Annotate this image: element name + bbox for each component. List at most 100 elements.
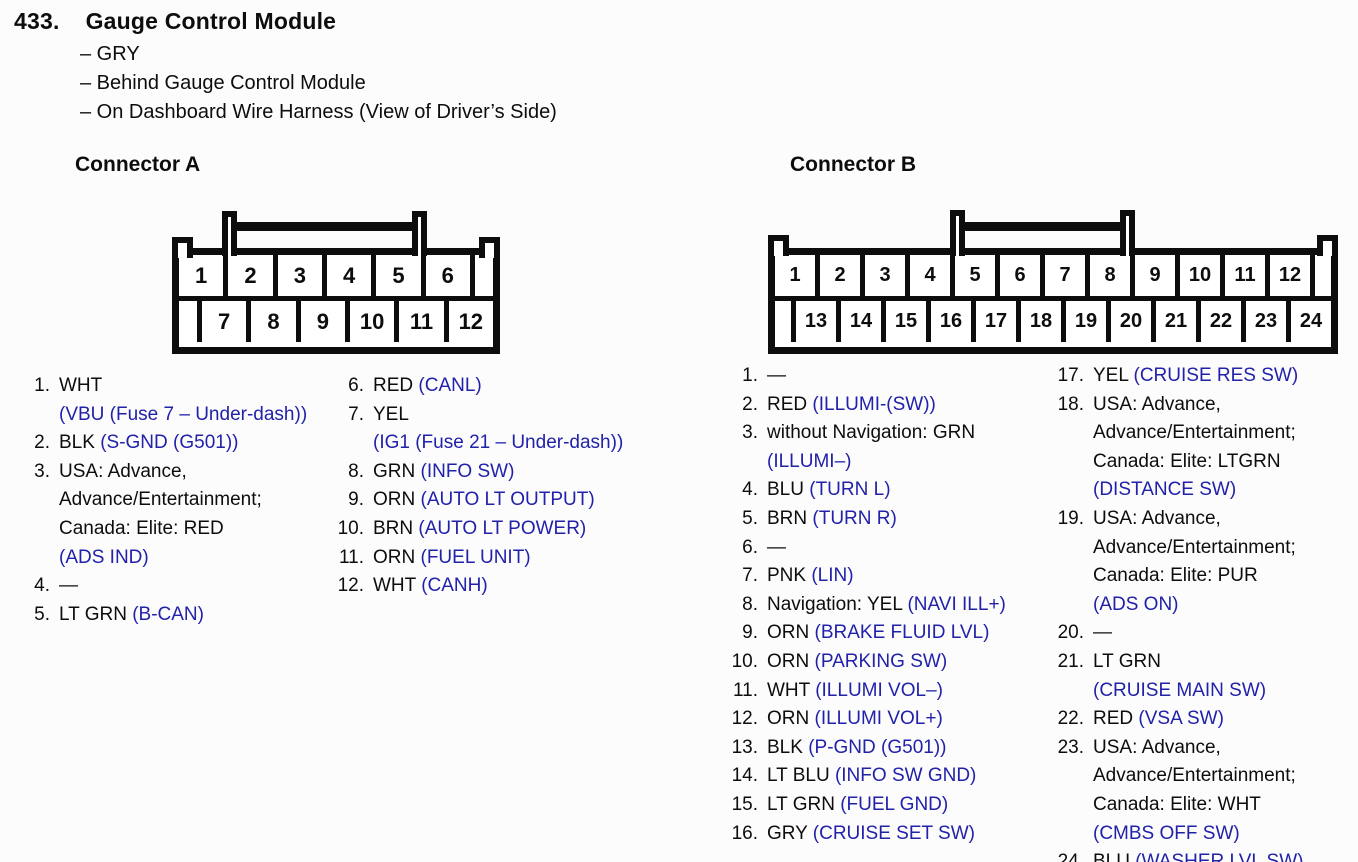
pin-line: Advance/Entertainment; bbox=[59, 486, 262, 515]
pin-line: PNK (LIN) bbox=[767, 562, 854, 591]
pin-item: 8.GRN (INFO SW) bbox=[328, 458, 663, 487]
pin-line: BRN (AUTO LT POWER) bbox=[373, 515, 586, 544]
connector-a-lock-post-left bbox=[222, 211, 237, 256]
pin-number: 21. bbox=[1057, 650, 1084, 672]
pin-wire-color: LT GRN bbox=[767, 793, 841, 815]
pin-wire-color: — bbox=[59, 575, 78, 597]
pin-number: 20. bbox=[1057, 622, 1084, 644]
pin-line: RED (ILLUMI-(SW)) bbox=[767, 391, 936, 420]
pin-line: Advance/Entertainment; bbox=[1093, 762, 1296, 791]
pin-line: LT GRN bbox=[1093, 648, 1266, 677]
pin-line: ORN (AUTO LT OUTPUT) bbox=[373, 486, 595, 515]
cavity-6: 6 bbox=[425, 255, 470, 296]
pin-number: 14. bbox=[731, 765, 758, 787]
pin-wire-color: LT BLU bbox=[767, 765, 835, 787]
pin-wire-color: BLU bbox=[767, 479, 810, 501]
pin-function-label: (FUEL UNIT) bbox=[420, 546, 531, 568]
pin-number: 4. bbox=[34, 575, 50, 597]
pin-number: 19. bbox=[1057, 507, 1084, 529]
pin-function-label: (LIN) bbox=[811, 565, 854, 587]
pin-number: 10. bbox=[731, 650, 758, 672]
pin-item: 17.YEL (CRUISE RES SW) bbox=[1048, 362, 1356, 391]
connector-a-corner-tab-right bbox=[479, 237, 500, 258]
pin-function-label: (ADS ON) bbox=[1093, 593, 1179, 615]
pin-wire-color: USA: Advance, bbox=[1093, 736, 1221, 758]
pin-wire-color: RED bbox=[373, 375, 419, 396]
connector-b-corner-tab-right bbox=[1317, 235, 1338, 256]
cavity-14: 14 bbox=[841, 301, 881, 342]
connector-a-pin-list-col2: 6.RED (CANL)7.YEL(IG1 (Fuse 21 – Under-d… bbox=[328, 372, 663, 601]
pin-number: 1. bbox=[742, 365, 758, 386]
pin-description: WHT (CANH) bbox=[373, 572, 488, 601]
pin-number: 11. bbox=[732, 679, 758, 701]
pin-function-label: (FUEL GND) bbox=[840, 793, 949, 815]
blank-cavity bbox=[775, 301, 791, 342]
pin-line: — bbox=[1093, 619, 1112, 648]
connector-b-pin-list-col1: 1.—2.RED (ILLUMI-(SW))3.without Navigati… bbox=[722, 362, 1052, 848]
pin-item: 16.GRY (CRUISE SET SW) bbox=[722, 820, 1052, 849]
cavity-4: 4 bbox=[326, 255, 372, 296]
pin-item: 7.PNK (LIN) bbox=[722, 562, 1052, 591]
pin-number: 2. bbox=[742, 393, 758, 415]
pin-number: 1. bbox=[34, 375, 50, 396]
connector-a-pin-list-col1: 1. WHT(VBU (Fuse 7 – Under-dash)) 2. BLK (S… bbox=[14, 372, 332, 629]
pin-function-label: (TURN L) bbox=[809, 479, 891, 501]
pin-line: (ADS IND) bbox=[59, 544, 262, 573]
cavity-12: 12 bbox=[1270, 255, 1310, 296]
blank-cavity bbox=[474, 255, 493, 296]
pin-item: 13.BLK (P-GND (G501)) bbox=[722, 734, 1052, 763]
pin-wire-color: Canada: Elite: WHT bbox=[1093, 793, 1261, 815]
connector-b-heading: Connector B bbox=[790, 153, 916, 176]
pin-line: (CRUISE MAIN SW) bbox=[1093, 677, 1266, 706]
pin-function-label: (S-GND (G501)) bbox=[100, 432, 239, 454]
pin-wire-color: USA: Advance, bbox=[1093, 393, 1221, 415]
pin-item: 10.BRN (AUTO LT POWER) bbox=[328, 515, 663, 544]
pin-wire-color: LT GRN bbox=[1093, 650, 1161, 672]
pin-wire-color: — bbox=[767, 365, 786, 386]
pin-number: 24. bbox=[1057, 851, 1084, 862]
pin-description: LT GRN (CRUISE MAIN SW) bbox=[1093, 648, 1266, 705]
pin-line: LT GRN (B-CAN) bbox=[59, 601, 204, 630]
pin-number: 4. bbox=[742, 479, 758, 501]
pin-line: YEL bbox=[373, 401, 623, 430]
pin-item: 3.USA: Advance,Advance/Entertainment;Can… bbox=[14, 458, 332, 572]
cavity-20: 20 bbox=[1111, 301, 1151, 342]
pin-function-label: (AUTO LT OUTPUT) bbox=[420, 489, 595, 511]
pin-line: LT BLU (INFO SW GND) bbox=[767, 762, 976, 791]
pin-item: 24.BLU (WASHER LVL SW) bbox=[1048, 848, 1356, 862]
pin-description: YEL(IG1 (Fuse 21 – Under-dash)) bbox=[373, 401, 623, 458]
cavity-19: 19 bbox=[1066, 301, 1106, 342]
cavity-22: 22 bbox=[1201, 301, 1241, 342]
pin-function-label: (ILLUMI-(SW)) bbox=[812, 393, 936, 415]
pin-number: 2. bbox=[34, 432, 50, 454]
pin-item: 1. — bbox=[722, 362, 1052, 391]
pin-description: Navigation: YEL (NAVI ILL+) bbox=[767, 591, 1006, 620]
section-title-text: Gauge Control Module bbox=[85, 8, 337, 34]
blank-cavity bbox=[179, 301, 197, 342]
pin-item: 15.LT GRN (FUEL GND) bbox=[722, 791, 1052, 820]
pin-description: USA: Advance,Advance/Entertainment;Canad… bbox=[59, 458, 262, 572]
pin-item: 4. BLU (TURN L) bbox=[722, 476, 1052, 505]
pin-number: 23. bbox=[1057, 736, 1084, 758]
pin-line: USA: Advance, bbox=[1093, 734, 1296, 763]
cavity-16: 16 bbox=[931, 301, 971, 342]
pin-line: USA: Advance, bbox=[1093, 505, 1296, 534]
pin-item: 1. WHT(VBU (Fuse 7 – Under-dash)) bbox=[14, 372, 332, 429]
pin-number: 9. bbox=[742, 622, 758, 644]
pin-item: 12.ORN (ILLUMI VOL+) bbox=[722, 705, 1052, 734]
pin-description: GRN (INFO SW) bbox=[373, 458, 514, 487]
pin-wire-color: Advance/Entertainment; bbox=[1093, 536, 1296, 558]
pin-description: USA: Advance,Advance/Entertainment;Canad… bbox=[1093, 391, 1296, 505]
pin-function-label: (VBU (Fuse 7 – Under-dash)) bbox=[59, 403, 308, 425]
pin-wire-color: BLK bbox=[59, 432, 101, 454]
pin-function-label: (CANH) bbox=[421, 575, 488, 597]
pin-line: WHT bbox=[59, 372, 307, 401]
cavity-9: 9 bbox=[1135, 255, 1175, 296]
connector-b-lock-bar bbox=[957, 222, 1135, 231]
pin-function-label: (ADS IND) bbox=[59, 546, 149, 568]
pin-wire-color: BRN bbox=[373, 517, 419, 539]
pin-wire-color: ORN bbox=[373, 546, 421, 568]
